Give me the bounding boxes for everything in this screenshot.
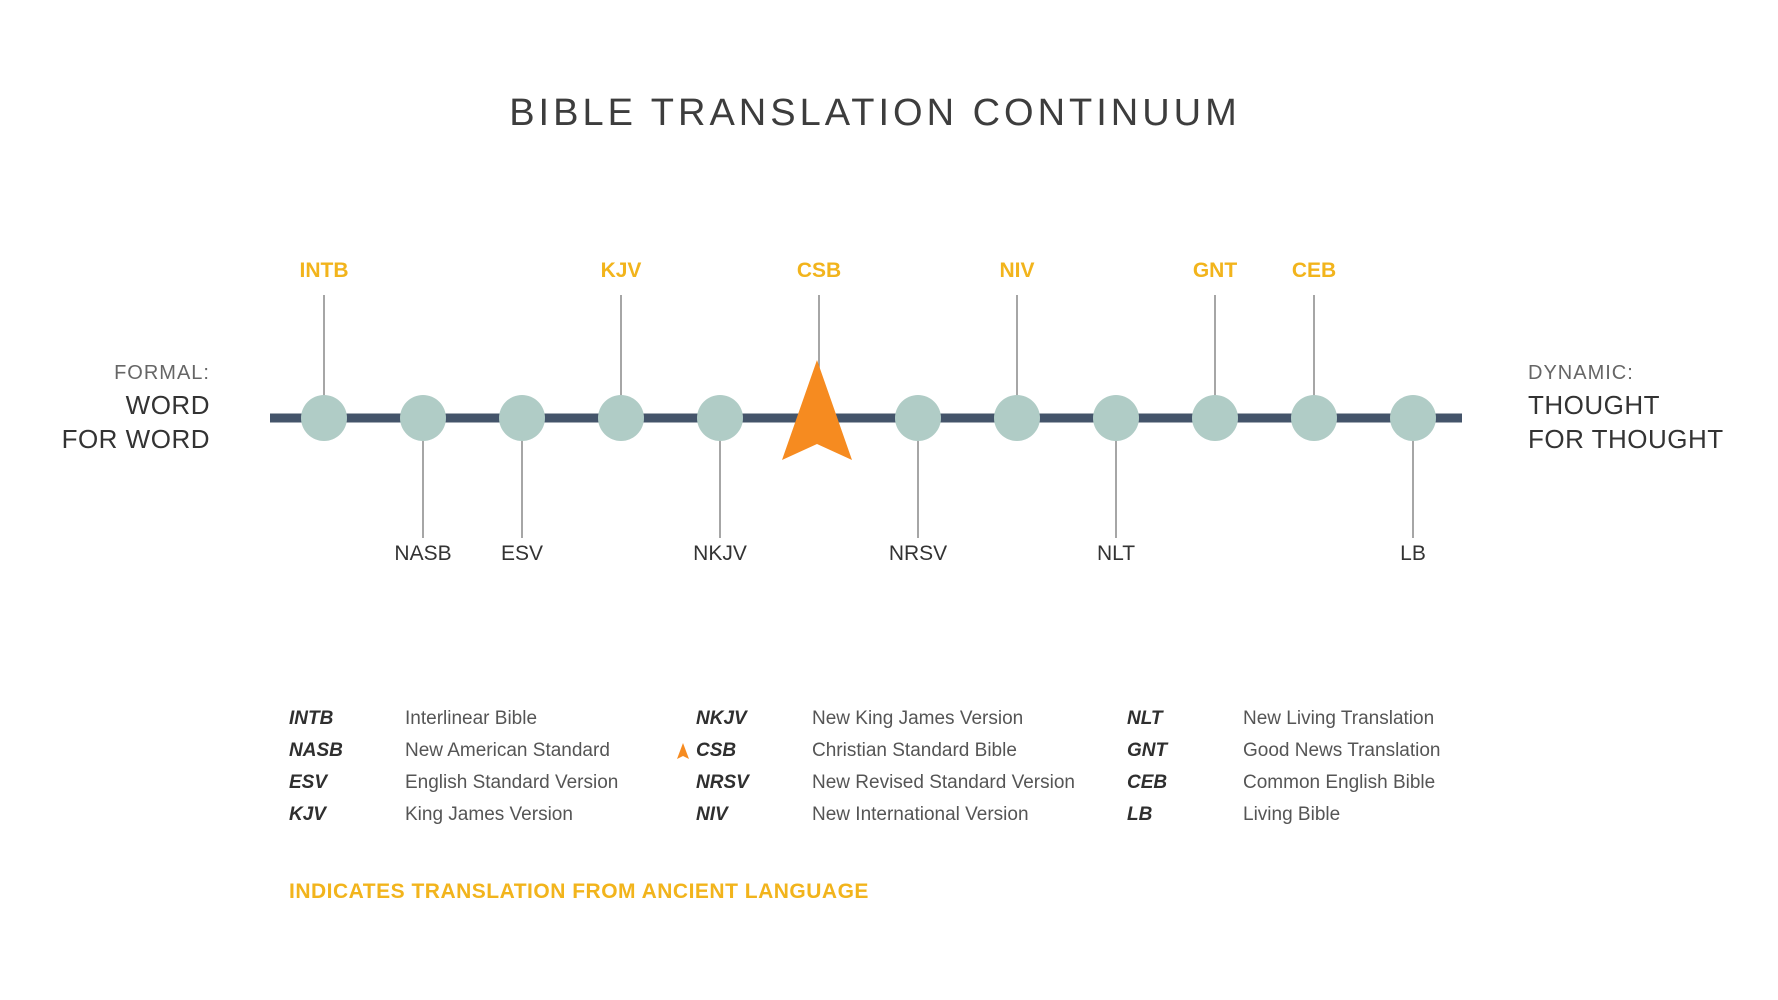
node-esv: [499, 395, 545, 441]
dynamic-label-small: DYNAMIC:: [1528, 362, 1634, 384]
node-nasb: [400, 395, 446, 441]
legend-abbr: CSB: [696, 740, 737, 761]
formal-label-line2: FOR WORD: [61, 424, 210, 454]
legend-name: New International Version: [812, 804, 1029, 825]
legend-abbr: INTB: [289, 708, 334, 729]
formal-label-line1: WORD: [125, 390, 210, 420]
node-ceb: [1291, 395, 1337, 441]
ancient-language-footnote: INDICATES TRANSLATION FROM ANCIENT LANGU…: [289, 880, 869, 903]
legend-abbr: NASB: [289, 740, 343, 761]
node-label-nasb: NASB: [394, 542, 451, 565]
legend-abbr: NKJV: [696, 708, 747, 729]
legend-name: Good News Translation: [1243, 740, 1441, 761]
node-niv: [994, 395, 1040, 441]
legend-name: New Living Translation: [1243, 708, 1435, 729]
legend-name: King James Version: [405, 804, 573, 825]
node-label-nlt: NLT: [1097, 542, 1135, 565]
node-label-intb: INTB: [300, 259, 349, 282]
node-label-nkjv: NKJV: [693, 542, 747, 565]
node-label-kjv: KJV: [601, 259, 642, 282]
legend-abbr: NIV: [696, 804, 728, 825]
continuum-diagram: INTB NASB ESV KJV NKJV CSB NRSV NIV NLT GNT CEB LB: [270, 259, 1462, 565]
node-label-gnt: GNT: [1193, 259, 1238, 282]
node-intb: [301, 395, 347, 441]
legend-abbr: NRSV: [696, 772, 749, 793]
dynamic-label: DYNAMIC: THOUGHT FOR THOUGHT: [1528, 358, 1768, 456]
legend-name: English Standard Version: [405, 772, 619, 793]
legend-abbr: LB: [1127, 804, 1153, 825]
node-labels: INTB NASB ESV KJV NKJV CSB NRSV NIV NLT GNT CEB LB: [300, 259, 1426, 565]
node-kjv: [598, 395, 644, 441]
legend-abbr: KJV: [289, 804, 326, 825]
node-nkjv: [697, 395, 743, 441]
legend-name: Living Bible: [1243, 804, 1341, 825]
legend-name: New King James Version: [812, 708, 1024, 729]
legend-abbr: CEB: [1127, 772, 1168, 793]
node-label-nrsv: NRSV: [889, 542, 947, 565]
node-label-niv: NIV: [999, 259, 1034, 282]
node-label-lb: LB: [1400, 542, 1426, 565]
node-nrsv: [895, 395, 941, 441]
arrowhead-icon: [677, 743, 689, 759]
node-label-ceb: CEB: [1292, 259, 1336, 282]
node-gnt: [1192, 395, 1238, 441]
node-lb: [1390, 395, 1436, 441]
legend-name: Interlinear Bible: [405, 708, 538, 729]
legend-name: New American Standard: [405, 740, 610, 761]
node-nlt: [1093, 395, 1139, 441]
formal-label: FORMAL: WORD FOR WORD: [40, 358, 210, 456]
legend-name: Common English Bible: [1243, 772, 1436, 793]
csb-arrowhead-marker: [782, 360, 852, 460]
node-circles: [301, 395, 1436, 441]
dynamic-label-line1: THOUGHT: [1528, 390, 1661, 420]
dynamic-label-line2: FOR THOUGHT: [1528, 424, 1724, 454]
page-title: BIBLE TRANSLATION CONTINUUM: [509, 92, 1241, 134]
legend-abbr: GNT: [1127, 740, 1168, 761]
node-label-esv: ESV: [501, 542, 543, 565]
legend-abbr: NLT: [1127, 708, 1163, 729]
formal-label-small: FORMAL:: [114, 362, 210, 384]
node-label-csb: CSB: [797, 259, 841, 282]
legend-name: New Revised Standard Version: [812, 772, 1075, 793]
legend-abbr: ESV: [289, 772, 328, 793]
legend-name: Christian Standard Bible: [812, 740, 1017, 761]
